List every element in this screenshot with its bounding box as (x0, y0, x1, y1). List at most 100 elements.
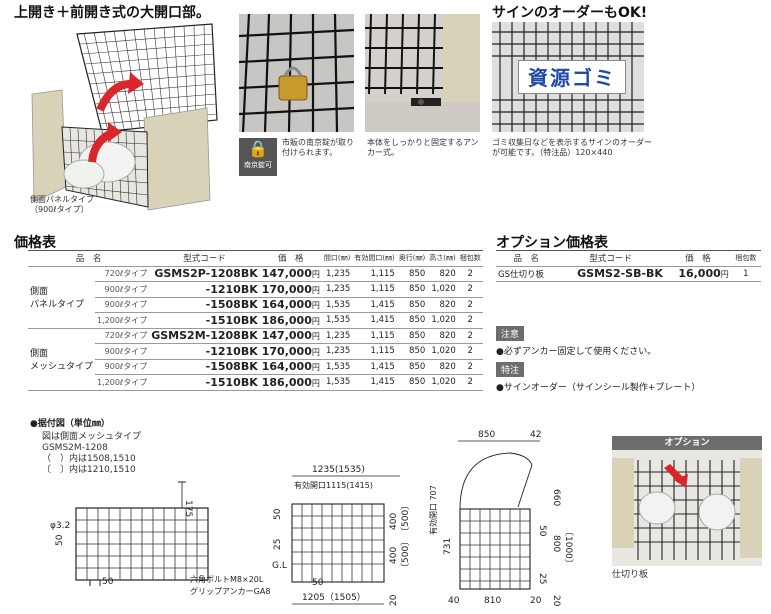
option-photo (612, 450, 762, 566)
model-code: -1210BK (149, 281, 260, 298)
dim-707: 有効開口 707 (428, 485, 438, 535)
padlock-badge: 🔒 南京錠可 (239, 138, 277, 176)
dim-850: 850 (478, 430, 495, 440)
product-photo-main (22, 22, 222, 212)
dim-20-side: 20 (551, 595, 561, 607)
col-width: 間口(㎜) (321, 250, 353, 267)
anchor-caption: 本体をしっかりと固定するアンカー式。 (367, 138, 479, 157)
drawing-title: ●据付図（単位㎜） (30, 419, 110, 429)
padlock-caption: 市販の南京錠が取り付けられます。 (282, 138, 354, 157)
dim-1235: 1235(1535) (312, 465, 365, 475)
yen-unit: 円 (311, 363, 320, 373)
padlock-photo (239, 14, 354, 132)
price-value: 186,000 (261, 375, 312, 389)
height: 820 (427, 359, 458, 375)
table-row: 900ℓタイプ -1210BK 170,000円 1,235 1,115 850… (28, 343, 483, 360)
model-code: GSMS2M-1208BK (149, 328, 260, 344)
depth: 850 (396, 297, 428, 313)
group-name: 側面 パネルタイプ (28, 266, 96, 329)
dim-500-top: 〔500〕 (400, 501, 411, 536)
dim-50-bottom: 50 (102, 577, 114, 587)
dim-opening: 有効開口1115(1415) (294, 480, 373, 490)
price-value: 164,000 (261, 360, 312, 374)
capacity-type: 900ℓタイプ (95, 359, 150, 375)
col-name: 品 名 (28, 250, 150, 267)
width: 1,535 (321, 312, 353, 329)
col-price: 価 格 (259, 250, 322, 267)
drawing-desc: 図は側面メッシュタイプ GSMS2M-1208 （ ）内は1508,1510 〔… (42, 432, 141, 476)
pack-count: 2 (457, 328, 483, 344)
col-height: 高さ(㎜) (427, 250, 458, 267)
width: 1,235 (321, 266, 353, 282)
caption-line-2: （900ℓタイプ） (30, 205, 89, 214)
yen-unit: 円 (311, 270, 320, 280)
dim-50: 50 (537, 525, 547, 537)
price-table-header: 品 名 型式コード 価 格 間口(㎜) 有効間口(㎜) 奥行(㎜) 高さ(㎜) … (28, 250, 483, 267)
group-name-line-2: メッシュタイプ (30, 362, 94, 372)
price-table: 品 名 型式コード 価 格 間口(㎜) 有効間口(㎜) 奥行(㎜) 高さ(㎜) … (28, 250, 483, 391)
price: 147,000円 (259, 328, 322, 344)
side-panel-caption: 側面パネルタイプ （900ℓタイプ） (30, 195, 94, 215)
dim-1000: 〔1000〕 (563, 527, 574, 568)
padlock-badge-label: 南京錠可 (244, 161, 272, 169)
dim-1205: 1205（1505） (302, 592, 366, 603)
col-code: 型式コード (149, 250, 260, 267)
width: 1,535 (321, 359, 353, 375)
height: 820 (427, 297, 458, 313)
sign-text: 資源ゴミ (528, 66, 616, 90)
dim-810: 810 (484, 596, 501, 606)
option-code: GSMS2-SB-BK (556, 266, 665, 282)
price-value: 164,000 (261, 298, 312, 312)
table-row: 900ℓタイプ -1210BK 170,000円 1,235 1,115 850… (28, 281, 483, 298)
sign-caption: ゴミ収集日などを表示するサインのオーダーが可能です。（特注品）120×440 (492, 138, 652, 157)
caution-text: ●必ずアンカー固定して使用ください。 (496, 347, 657, 357)
price: 186,000円 (259, 312, 322, 329)
col-pack: 梱包数 (730, 250, 761, 267)
capacity-type: 1,200ℓタイプ (95, 312, 150, 329)
drawing-desc-2: GSMS2M-1208 (42, 443, 108, 453)
special-tag: 特注 (496, 362, 525, 377)
price-value: 147,000 (261, 267, 312, 281)
caution-note: 注意 ●必ずアンカー固定して使用ください。 (496, 322, 656, 357)
model-code: -1510BK (149, 374, 260, 391)
table-row: 900ℓタイプ -1508BK 164,000円 1,535 1,415 850… (28, 297, 483, 313)
depth: 850 (396, 266, 428, 282)
height: 1,020 (427, 281, 458, 298)
dim-gl: G.L (272, 561, 287, 571)
pack-count: 2 (457, 297, 483, 313)
table-row: 1,200ℓタイプ -1510BK 186,000円 1,535 1,415 8… (28, 312, 483, 329)
price: 170,000円 (259, 343, 322, 360)
yen-unit: 円 (311, 378, 320, 388)
dim-42: 42 (530, 430, 541, 440)
effective-width: 1,115 (352, 343, 397, 360)
col-pack: 梱包数 (457, 250, 483, 267)
table-row: GS仕切り板 GSMS2-SB-BK 16,000円 1 (496, 266, 761, 282)
dim-50-left: 50 (55, 534, 65, 546)
table-row: 900ℓタイプ -1508BK 164,000円 1,535 1,415 850… (28, 359, 483, 375)
capacity-type: 720ℓタイプ (95, 266, 150, 282)
dim-175: 175 (183, 500, 193, 517)
anchor-label: グリップアンカーGA8 (190, 586, 270, 596)
option-table: 品 名 型式コード 価 格 梱包数 GS仕切り板 GSMS2-SB-BK 16,… (496, 250, 761, 282)
depth: 850 (396, 374, 428, 391)
pack-count: 2 (457, 281, 483, 298)
pack-count: 2 (457, 266, 483, 282)
group-name-line-1: 側面 (30, 287, 49, 297)
option-label: オプション (612, 436, 762, 450)
dim-50: 50 (273, 508, 283, 520)
pack-count: 2 (457, 359, 483, 375)
effective-width: 1,415 (352, 312, 397, 329)
table-row: 1,200ℓタイプ -1510BK 186,000円 1,535 1,415 8… (28, 374, 483, 391)
col-code: 型式コード (556, 250, 665, 267)
option-caption: 仕切り板 (612, 570, 649, 580)
price: 164,000円 (259, 297, 322, 313)
bolt-label: 六角ボルトM8×20L (190, 574, 264, 584)
elevation-drawing: 1235(1535) 有効開口1115(1415) 50 25 G.L 400 … (272, 465, 411, 606)
group-name: 側面 メッシュタイプ (28, 328, 96, 391)
pack-count: 2 (457, 343, 483, 360)
dim-731: 731 (443, 538, 453, 555)
option-table-title: オプション価格表 (496, 235, 608, 251)
yen-unit: 円 (311, 332, 320, 342)
yen-unit: 円 (311, 285, 320, 295)
